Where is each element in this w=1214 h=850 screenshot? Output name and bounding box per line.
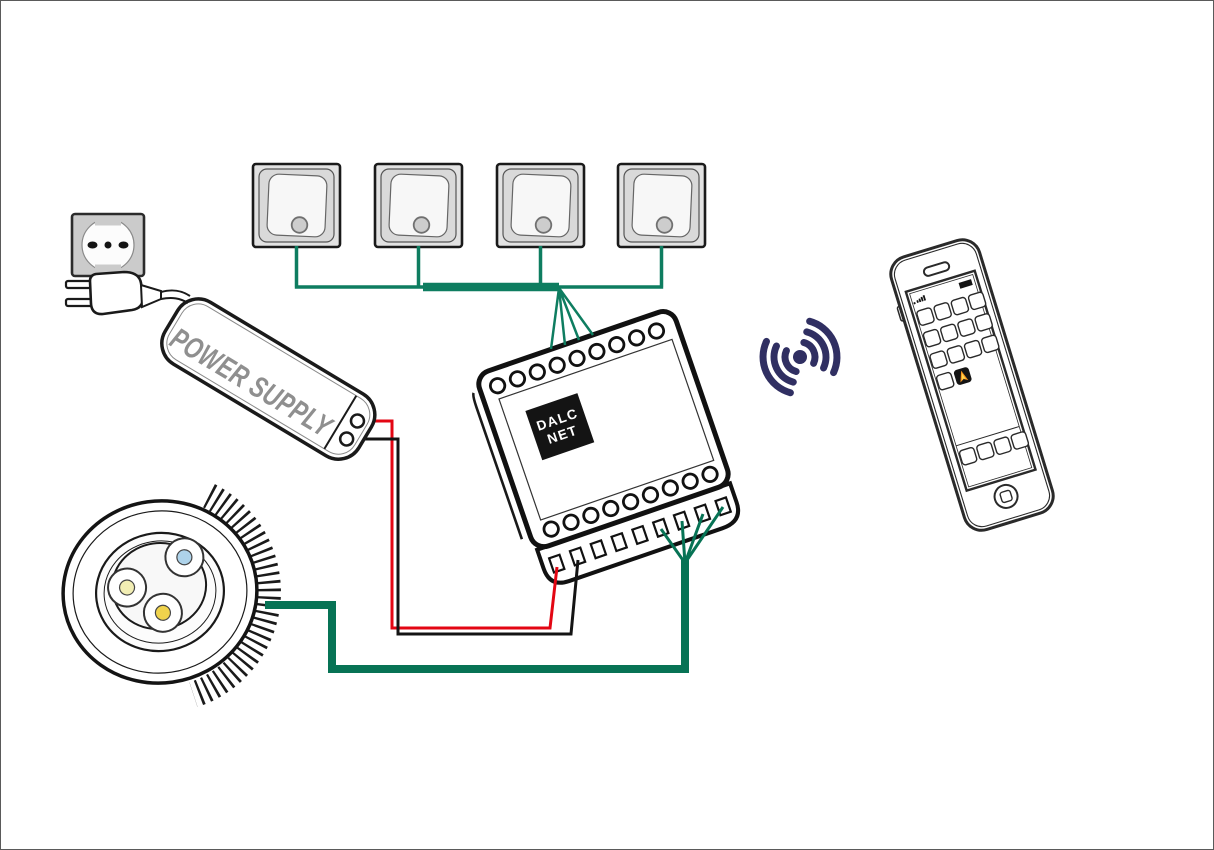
led-wire-fanout <box>659 506 725 564</box>
controller-faceplate <box>498 338 715 521</box>
led-chip-yellow <box>154 604 172 621</box>
bus-fanout-wires <box>549 287 595 350</box>
status-signal-bars-icon <box>913 294 927 305</box>
led-chip-pale <box>118 579 136 596</box>
switch-indicator <box>534 216 553 234</box>
downlight-ring-inner-line <box>103 540 217 644</box>
switch-bus-wires <box>294 246 664 292</box>
home-button <box>993 483 1019 509</box>
controller-top-terminals <box>488 322 666 395</box>
switch-rocker <box>631 173 693 238</box>
wall-switch-4 <box>616 162 707 249</box>
heatsink-fins <box>189 484 281 708</box>
power-supply: POWER SUPPLY <box>160 297 377 461</box>
switch-indicator <box>655 216 674 234</box>
power-plug <box>64 270 191 316</box>
plug-neck <box>139 283 162 309</box>
wireless-signal-icon <box>759 317 841 397</box>
dock-icons <box>958 431 1030 466</box>
power-supply-terminal-positive <box>349 413 366 429</box>
phone-speaker <box>922 261 951 277</box>
phone-screen-inner-line <box>909 273 1033 488</box>
led-wire-group <box>265 506 725 673</box>
power-supply-terminal-negative <box>338 431 355 447</box>
switch-indicator <box>412 216 431 234</box>
switch-rocker <box>266 173 328 238</box>
plug-body <box>88 270 145 316</box>
dock-divider <box>955 426 1020 447</box>
plug-cord-line2 <box>160 297 189 304</box>
dali-controller: DALC NET <box>472 309 741 585</box>
wall-switch-1 <box>251 162 342 249</box>
led-chip-blue <box>176 549 193 566</box>
downlight-rim-inner-line <box>72 510 248 674</box>
switch-rocker <box>388 173 450 238</box>
bus-wire <box>294 246 664 289</box>
switch-indicator <box>290 216 309 234</box>
socket-hole-center <box>104 241 112 249</box>
signal-center-dot <box>793 350 807 364</box>
app-icon-grid <box>916 291 1000 391</box>
power-supply-inner-line <box>166 303 371 455</box>
led-lens-blue <box>164 537 205 578</box>
socket-hole-right <box>118 241 129 249</box>
power-supply-endcap-line <box>323 395 358 450</box>
socket-bottom-tab <box>95 264 121 275</box>
switch-rocker <box>510 173 572 238</box>
controller-bottom-terminals <box>542 465 719 538</box>
special-app-arrow-highlight <box>961 373 967 381</box>
controller-side-terminals <box>547 496 733 574</box>
signal-arcs <box>759 317 841 397</box>
wall-socket <box>70 212 146 278</box>
led-downlight <box>61 484 281 708</box>
power-wire-negative <box>347 437 580 636</box>
phone-bezel-line <box>893 242 1051 528</box>
socket-hole-left <box>87 241 98 249</box>
plug-cord-line1 <box>160 289 191 297</box>
led-lens-pale <box>107 567 148 608</box>
smartphone <box>889 238 1055 532</box>
socket-top-tab <box>95 215 121 226</box>
controller-brand-label <box>525 393 595 461</box>
status-battery-icon <box>958 279 973 289</box>
led-wire <box>265 560 689 673</box>
power-wire-positive <box>357 419 559 630</box>
controller-lid-edge <box>472 392 524 540</box>
home-button-square <box>999 489 1013 504</box>
wall-switch-3 <box>495 162 586 249</box>
special-app-icon <box>953 367 972 385</box>
led-lens-yellow <box>142 592 183 633</box>
power-supply-body <box>160 297 377 461</box>
wall-switch-2 <box>373 162 464 249</box>
plug-prong-bottom <box>64 297 95 308</box>
